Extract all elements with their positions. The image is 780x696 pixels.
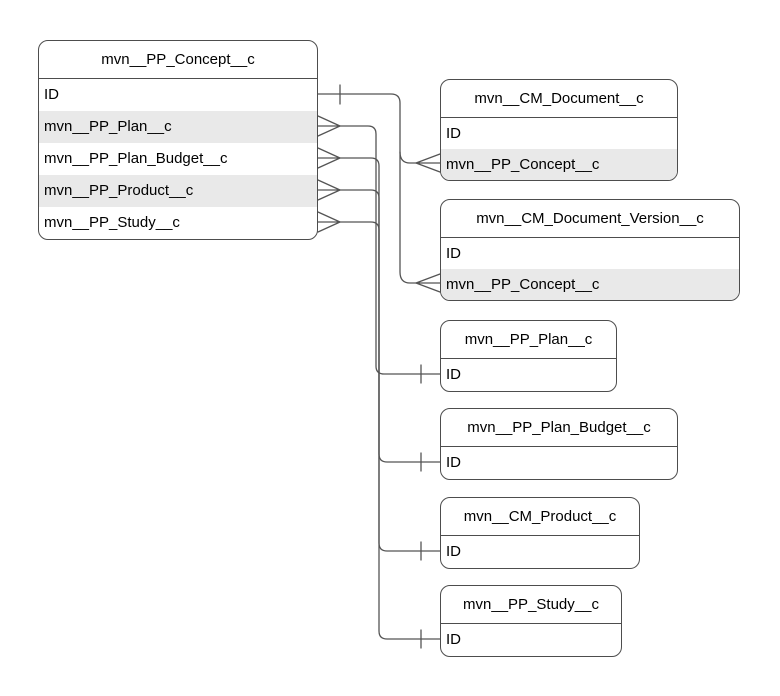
table-row: ID xyxy=(446,631,461,648)
table-mvn-pp-study: mvn__PP_Study__c ID xyxy=(440,585,622,657)
table-row: ID xyxy=(446,125,461,142)
edge-concept-to-cm-document-version xyxy=(317,84,441,293)
table-title: mvn__CM_Document__c xyxy=(441,80,677,118)
table-row: ID xyxy=(446,454,461,471)
table-row: ID xyxy=(446,543,461,560)
table-title: mvn__PP_Plan_Budget__c xyxy=(441,409,677,447)
table-row: mvn__PP_Product__c xyxy=(39,175,317,207)
table-row: ID xyxy=(44,86,59,103)
table-row: ID xyxy=(446,245,461,262)
table-mvn-cm-product: mvn__CM_Product__c ID xyxy=(440,497,640,569)
edge-concept-to-pp-plan xyxy=(317,115,441,384)
table-title: mvn__CM_Document_Version__c xyxy=(441,200,739,238)
table-title: mvn__PP_Study__c xyxy=(441,586,621,624)
table-mvn-pp-plan-budget: mvn__PP_Plan_Budget__c ID xyxy=(440,408,678,480)
table-row: ID xyxy=(446,366,461,383)
table-row: mvn__PP_Concept__c xyxy=(441,269,739,300)
table-title: mvn__CM_Product__c xyxy=(441,498,639,536)
table-mvn-cm-document: mvn__CM_Document__c ID mvn__PP_Concept__… xyxy=(440,79,678,181)
table-row: mvn__PP_Plan__c xyxy=(39,111,317,143)
table-title: mvn__PP_Plan__c xyxy=(441,321,616,359)
table-row: mvn__PP_Plan_Budget__c xyxy=(44,150,228,167)
table-mvn-cm-document-version: mvn__CM_Document_Version__c ID mvn__PP_C… xyxy=(440,199,740,301)
edge-concept-to-pp-study xyxy=(317,211,441,649)
table-title: mvn__PP_Concept__c xyxy=(39,41,317,79)
table-row: mvn__PP_Concept__c xyxy=(441,149,677,180)
edge-concept-to-cm-document xyxy=(399,151,441,173)
table-mvn-pp-plan: mvn__PP_Plan__c ID xyxy=(440,320,617,392)
table-mvn-pp-concept: mvn__PP_Concept__c ID mvn__PP_Plan__c mv… xyxy=(38,40,318,240)
table-row: mvn__PP_Study__c xyxy=(44,214,180,231)
